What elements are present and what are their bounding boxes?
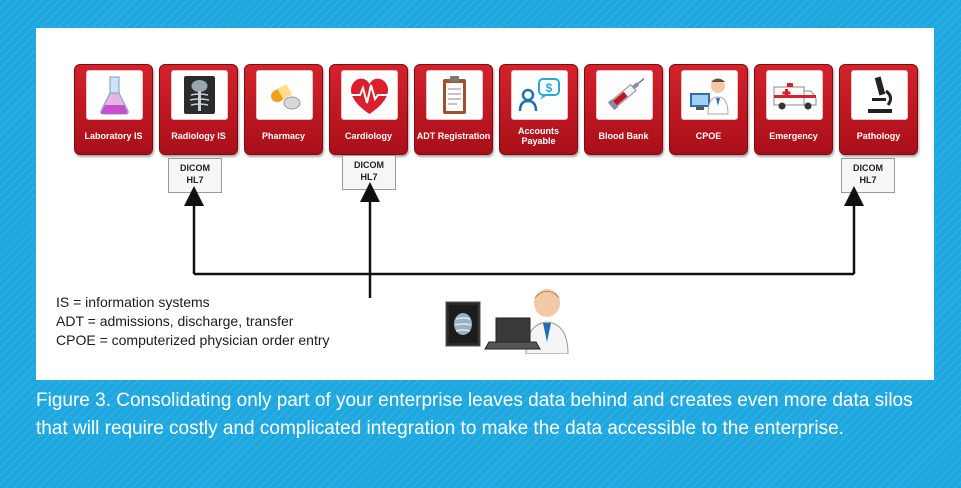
system-label: Radiology IS <box>171 131 226 141</box>
svg-text:$: $ <box>546 81 553 95</box>
system-tile-cardiology: Cardiology <box>329 64 408 155</box>
protocol-hl7: HL7 <box>360 172 378 182</box>
diagram-panel: Laboratory IS Radiology IS Pharmacy Card… <box>36 28 934 380</box>
flask-icon <box>86 70 143 120</box>
doctor-icon <box>681 70 738 120</box>
system-label: Blood Bank <box>598 131 649 141</box>
figure-caption: Figure 3. Consolidating only part of you… <box>36 390 913 439</box>
system-label: ADT Registration <box>416 131 491 141</box>
legend: IS = information systems ADT = admission… <box>56 293 330 350</box>
syringe-icon <box>596 70 653 120</box>
protocol-hl7: HL7 <box>859 175 877 185</box>
dollar-chat-icon: $ <box>511 70 568 120</box>
system-label: Cardiology <box>344 131 392 141</box>
system-label: CPOE <box>695 131 722 141</box>
system-label: Pathology <box>856 131 901 141</box>
system-tile-laboratory: Laboratory IS <box>74 64 153 155</box>
system-tile-accounts-payable: $ Accounts Payable <box>499 64 578 155</box>
system-label: Emergency <box>769 131 818 141</box>
protocol-dicom: DICOM <box>853 163 883 173</box>
protocol-dicom: DICOM <box>354 160 384 170</box>
legend-is: IS = information systems <box>56 294 210 310</box>
system-label: Pharmacy <box>261 131 306 141</box>
system-tile-emergency: Emergency <box>754 64 833 155</box>
heart-icon <box>341 70 398 120</box>
pill-icon <box>256 70 313 120</box>
xray-icon <box>171 70 228 120</box>
microscope-icon <box>851 70 908 120</box>
protocol-box-pathology: DICOM HL7 <box>841 158 895 193</box>
system-tile-pathology: Pathology <box>839 64 918 155</box>
system-label: Laboratory IS <box>84 131 143 141</box>
legend-adt: ADT = admissions, discharge, transfer <box>56 313 294 329</box>
protocol-dicom: DICOM <box>180 163 210 173</box>
system-label: Accounts Payable <box>517 126 559 146</box>
system-tile-cpoe: CPOE <box>669 64 748 155</box>
user-laptop-icon <box>445 289 569 354</box>
system-tile-adt: ADT Registration <box>414 64 493 155</box>
clipboard-icon <box>426 70 483 120</box>
system-tile-pharmacy: Pharmacy <box>244 64 323 155</box>
legend-cpoe: CPOE = computerized physician order entr… <box>56 332 330 348</box>
system-tile-blood-bank: Blood Bank <box>584 64 663 155</box>
system-tile-radiology: Radiology IS <box>159 64 238 155</box>
ambulance-icon <box>766 70 823 120</box>
connector-lines <box>184 182 864 298</box>
protocol-hl7: HL7 <box>186 175 204 185</box>
